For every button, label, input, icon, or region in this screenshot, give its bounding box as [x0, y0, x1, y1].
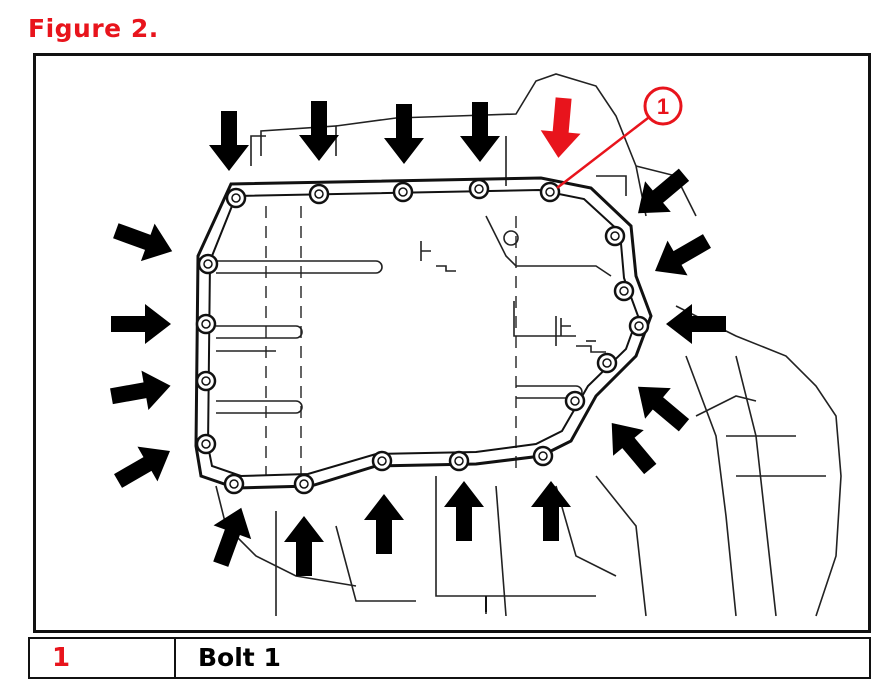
- bolts: [195, 178, 650, 495]
- arrow-icon: [596, 410, 666, 482]
- pan-internal-features: [216, 215, 612, 414]
- arrow-icon: [645, 223, 717, 289]
- housing-outline: [215, 73, 842, 617]
- arrow-icon: [625, 159, 697, 229]
- bolt: [392, 181, 414, 203]
- legend-number: 1: [30, 639, 176, 677]
- callout-leader-line: [556, 117, 649, 189]
- arrow-icon: [201, 500, 261, 572]
- bolt: [195, 370, 217, 392]
- bolt: [596, 352, 618, 374]
- arrow-icon: [107, 366, 175, 416]
- bolt: [223, 473, 245, 495]
- bolt: [195, 313, 217, 335]
- legend-table: 1 Bolt 1: [28, 637, 871, 679]
- bolt: [448, 450, 470, 472]
- hidden-lines: [265, 206, 517, 476]
- arrow-icon: [284, 516, 324, 576]
- arrow-icon: [384, 104, 424, 164]
- arrow-icon: [531, 481, 571, 541]
- figure-title: Figure 2.: [28, 14, 159, 43]
- arrow-icon: [108, 433, 180, 499]
- bolt: [628, 315, 650, 337]
- oil-pan-inner-outline: [206, 188, 640, 478]
- callout-circle: [643, 86, 683, 126]
- bolt: [604, 225, 626, 247]
- arrow-icon: [364, 494, 404, 554]
- oil-pan-outline: [194, 176, 653, 490]
- arrow-icon: [460, 102, 500, 162]
- bolt: [293, 473, 315, 495]
- bolt: [532, 445, 554, 467]
- bolt: [371, 450, 393, 472]
- arrow-icon: [209, 111, 249, 171]
- bolt: [468, 178, 490, 200]
- bolt: [225, 187, 247, 209]
- arrow-icon: [108, 211, 180, 271]
- bolt-1: [539, 181, 561, 203]
- arrow-icon: [666, 304, 726, 344]
- callout-label: 1: [657, 94, 669, 119]
- bolt: [195, 433, 217, 455]
- bolt: [613, 280, 635, 302]
- arrow-icon: [299, 101, 339, 161]
- bolt: [308, 183, 330, 205]
- oil-pan-diagram: 1: [107, 73, 842, 617]
- diagram-frame: 1: [33, 53, 871, 633]
- bolt-arrows: [107, 101, 726, 576]
- bolt-1-arrow-icon: [538, 96, 584, 160]
- bolt: [197, 253, 219, 275]
- bolt: [564, 390, 586, 412]
- legend-description: Bolt 1: [198, 643, 281, 672]
- arrow-icon: [111, 304, 171, 344]
- arrow-icon: [444, 481, 484, 541]
